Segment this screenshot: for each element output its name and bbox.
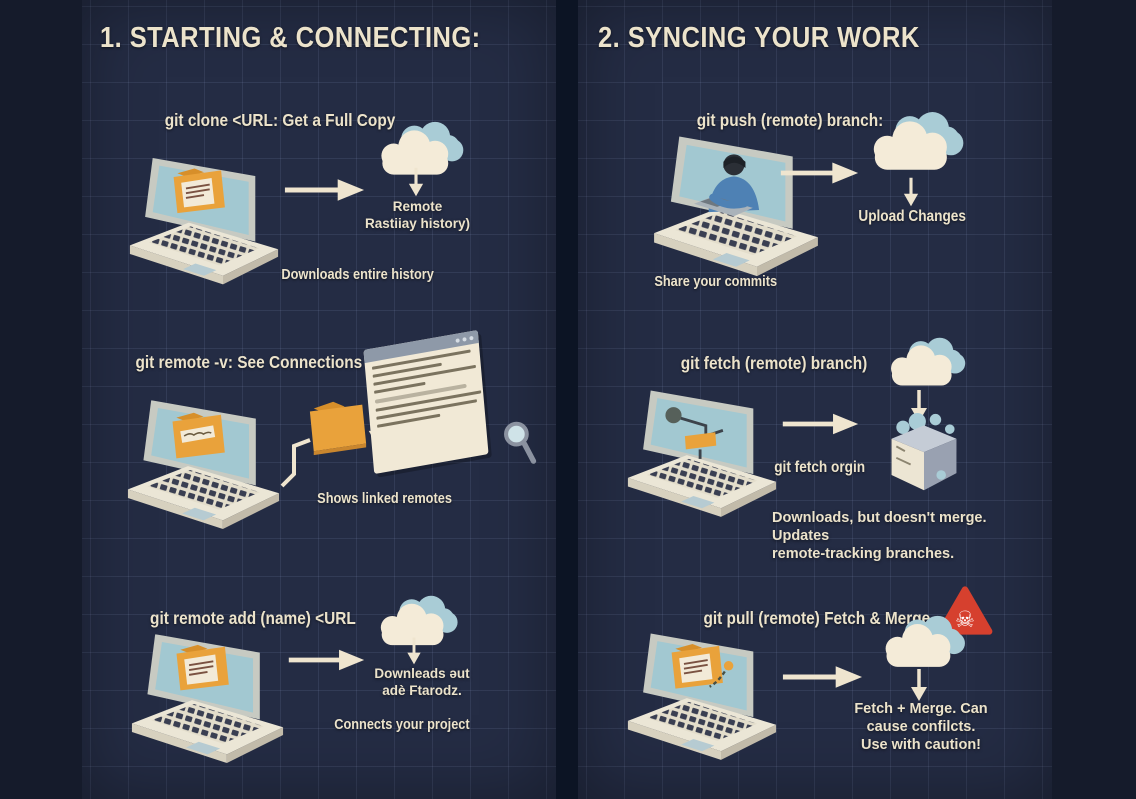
arrow-down-icon: [404, 636, 424, 666]
arrow-right-icon: [778, 158, 860, 188]
merge-dot-icon: [709, 661, 734, 688]
cloud-garbled-line2: adè Ftarodz.: [382, 682, 462, 698]
label-upload-changes: Upload Changes: [858, 208, 967, 225]
laptop-graph-icon: [626, 386, 778, 528]
cloud-garbled-label: Downleads əut adè Ftarodz.: [352, 666, 492, 700]
note-shows-remotes: Shows linked remotes: [317, 491, 453, 507]
section-title-left: 1. STARTING & CONNECTING:: [100, 22, 481, 54]
note-pull-line1: Fetch + Merge. Can: [854, 701, 988, 717]
folder-label-icon: [172, 412, 225, 459]
note-downloads-history: Downloads entire history: [281, 267, 435, 283]
note-fetch-line2: remote-tracking branches.: [772, 546, 955, 563]
remote-repo-label-line1: Remote: [392, 199, 443, 214]
server-icon: [884, 412, 964, 496]
cloud-icon: [864, 110, 968, 180]
note-pull-line2: cause confilcts.: [866, 719, 976, 736]
note-pull-line3: Use with caution!: [860, 737, 982, 754]
note-connects-project: Connects your project: [334, 717, 470, 733]
laptop-icon: [128, 158, 280, 291]
caption-git-pull: git pull (remote) Fetch & Merge: [703, 608, 931, 628]
caption-git-clone: git clone <URL: Get a Full Copy: [164, 110, 396, 130]
laptop-icon: [626, 626, 778, 774]
note-fetch-behavior: Downloads, but doesn't merge. Updates re…: [772, 509, 1007, 563]
arrow-down-icon: [900, 176, 922, 208]
caption-git-remote-v: git remote -v: See Connections: [135, 352, 363, 372]
arrow-right-icon: [780, 662, 864, 692]
remote-repo-label-line2: Rastiiay history): [364, 215, 471, 231]
caption-git-remote-add: git remote add (name) <URL: [150, 608, 356, 628]
cloud-icon: [878, 336, 974, 394]
label-git-fetch-origin: git fetch orgin: [774, 459, 865, 476]
note-pull-warning: Fetch + Merge. Can cause confilcts. Use …: [840, 700, 1002, 754]
arrow-right-icon: [780, 410, 860, 438]
remote-repo-label: Remote Rastiiay history): [345, 199, 490, 233]
caption-git-fetch: git fetch (remote) branch): [680, 353, 868, 373]
warning-skull-icon: ☠: [937, 586, 993, 635]
laptop-icon: [130, 632, 285, 772]
arrow-down-icon: [908, 666, 930, 704]
note-fetch-line1: Downloads, but doesn't merge. Updates: [772, 510, 987, 545]
commit-graph-icon: [665, 407, 724, 459]
caption-git-push: git push (remote) branch:: [696, 110, 884, 130]
browser-code-lines: [365, 348, 485, 429]
browser-window: [363, 329, 489, 475]
folder-icon: [306, 396, 370, 456]
section-title-right: 2. SYNCING YOUR WORK: [598, 22, 920, 54]
person-figure: [694, 154, 760, 217]
skull-glyph: ☠: [955, 607, 975, 633]
laptop-person-icon: [652, 132, 820, 288]
laptop-icon: [126, 400, 281, 536]
note-share-commits: Share your commits: [654, 274, 777, 290]
connector-line: [280, 438, 311, 488]
arrow-down-icon: [406, 166, 426, 198]
cloud-garbled-line1: Downleads əut: [374, 666, 470, 681]
panel-divider: [556, 0, 578, 799]
magnifier-icon: [502, 420, 538, 468]
